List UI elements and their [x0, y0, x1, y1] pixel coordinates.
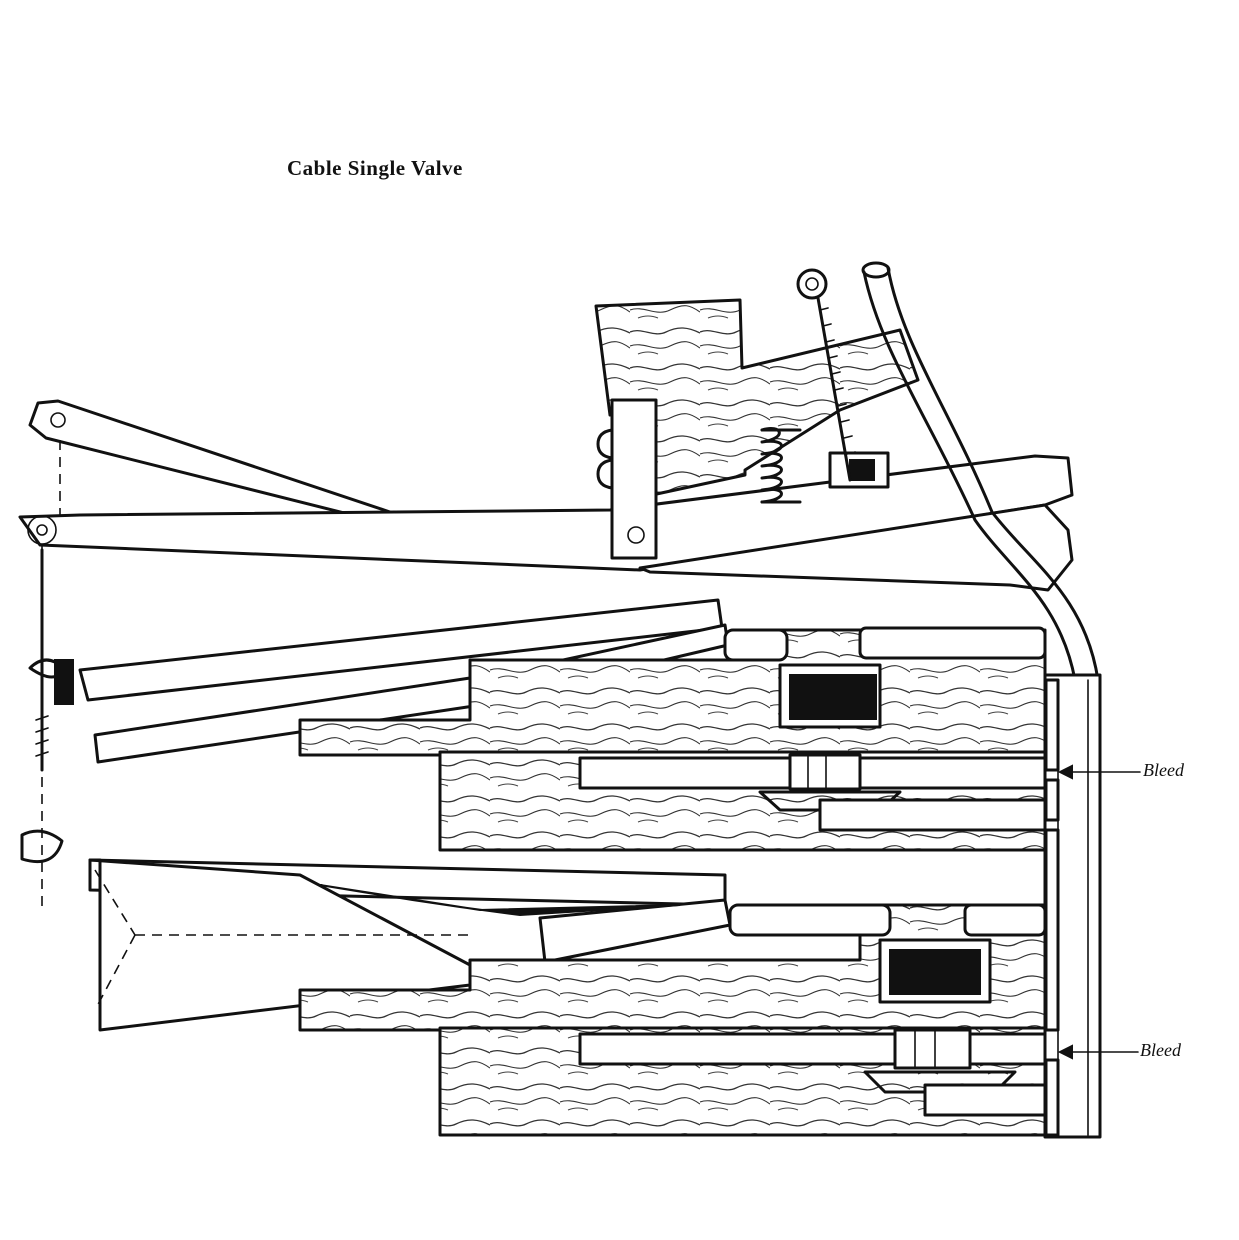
valve-stem: [610, 398, 658, 560]
bleed-label-top: Bleed: [1143, 760, 1184, 780]
upper-valve-button: [788, 753, 862, 791]
lower-valve-unit: [20, 760, 1047, 1137]
lower-pouch-top: [963, 903, 1047, 937]
eye-bolt-ring: [796, 268, 828, 300]
spring: [760, 427, 802, 504]
upper-lever-pivot: [50, 412, 66, 428]
stem-knob: [596, 428, 614, 460]
upper-lever: [28, 399, 392, 524]
bleed-label-bottom: Bleed: [1140, 1040, 1181, 1060]
sloped-bar: [638, 503, 1074, 592]
threaded-rod: [816, 296, 852, 482]
lower-valve-button: [893, 1028, 972, 1070]
upper-action: [18, 261, 1102, 722]
lower-key-cap: [20, 829, 64, 864]
lower-stop: [728, 903, 892, 937]
page-title: Cable Single Valve: [287, 156, 463, 180]
upper-valve-unit: [28, 548, 1047, 852]
tube: [862, 270, 1082, 722]
key-lever-pivot: [27, 515, 57, 545]
upper-stop: [723, 628, 789, 662]
upper-pouch-top: [858, 626, 1047, 660]
bleed-channel: [1043, 673, 1141, 1139]
